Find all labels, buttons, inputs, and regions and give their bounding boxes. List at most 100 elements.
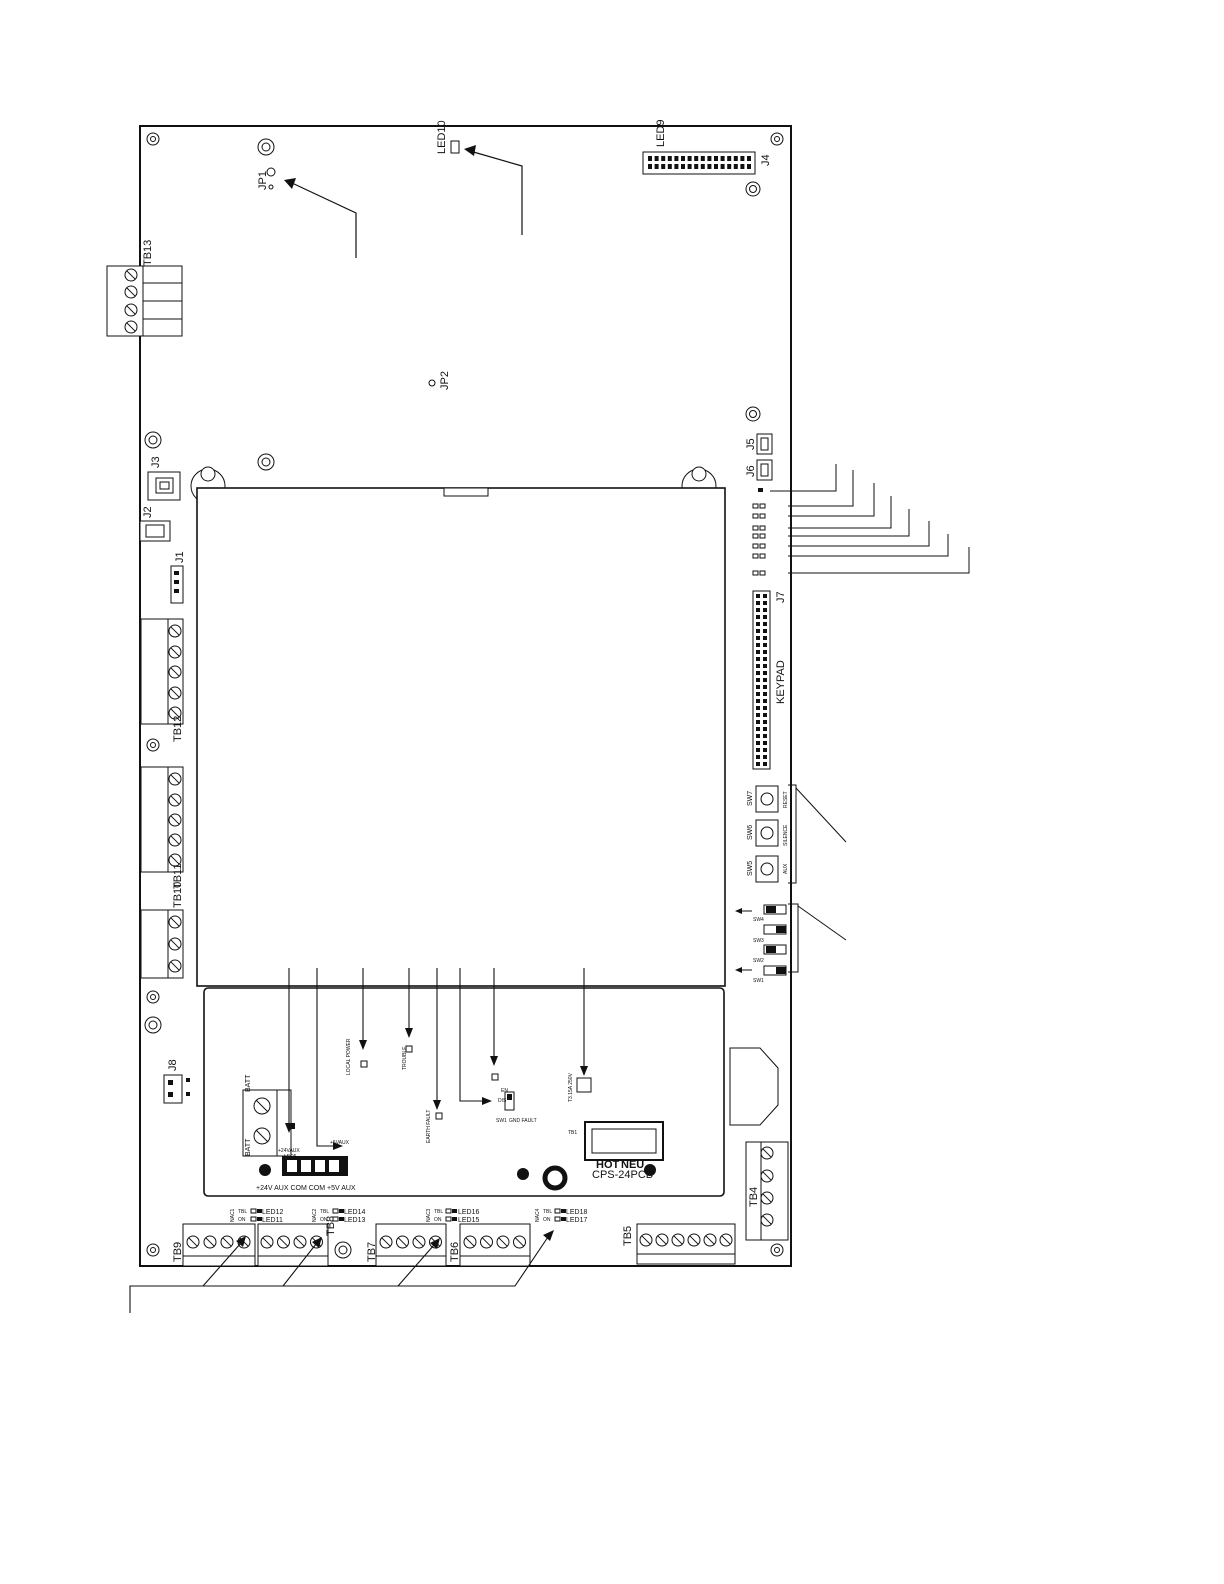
j7-keypad-header [752,590,771,770]
status-led [752,570,759,576]
mounting-holes [144,132,784,1259]
status-led [752,533,759,539]
svg-text:TBL: TBL [543,1209,552,1215]
reset-button[interactable] [755,785,779,813]
batt-label-top: BATT [245,1074,252,1092]
sw1-label: SW1 [753,978,764,984]
led12-label: LED12 [262,1209,284,1216]
nac-slide-switches[interactable] [763,904,787,976]
tb1-label: TB1 [568,1130,577,1136]
aux-row-label: +24V AUX COM COM +5V AUX [256,1185,356,1192]
psu-led-right [491,1073,499,1081]
model-label: CPS-24PCB [592,1169,653,1181]
batt-label-bottom: BATT [245,1138,252,1156]
jp2-jumper [428,379,436,387]
svg-text:TBL: TBL [434,1209,443,1215]
tb6-label: TB6 [449,1242,461,1262]
j6-connector [756,459,773,481]
ac-input-terminal [584,1121,664,1161]
local-power-label: LOCAL POWER [346,1038,352,1075]
psu-ground-washer [542,1165,568,1191]
led9-header [642,151,756,175]
neu-label: NEU [621,1159,644,1171]
earth-fault-led [435,1112,443,1120]
status-led [752,553,759,559]
j2-label: J2 [142,506,154,518]
transformer-bracket [729,1047,779,1126]
fuse-holder [576,1077,592,1093]
trouble-label: TROUBLE [402,1046,408,1070]
svg-text:TBL: TBL [238,1209,247,1215]
led17-label: LED17 [566,1217,588,1224]
tb4-label: TB4 [748,1187,760,1207]
gnd-fault-switch[interactable] [504,1091,515,1111]
sw2-label: SW2 [753,958,764,964]
status-led [752,543,759,549]
svg-text:ON: ON [434,1217,442,1223]
tb10-terminal-block [140,909,184,979]
tb13-label: TB13 [142,240,154,266]
svg-text:TBL: TBL [320,1209,329,1215]
j1-label: J1 [174,551,186,563]
sw3-label: SW3 [753,938,764,944]
led16-label: LED16 [458,1209,480,1216]
status-led [752,503,759,509]
led9-label: LED9 [655,119,667,147]
trouble-led [405,1045,413,1053]
svg-text:NAC3: NAC3 [426,1208,432,1222]
j5-label: J5 [745,438,757,450]
svg-text:ON: ON [238,1217,246,1223]
hot-label: HOT [596,1159,620,1171]
silence-label: SILENCE [783,824,789,846]
nac3-indicators: NAC3 TBL ON LED16 LED15 [426,1208,480,1224]
svg-text:NAC4: NAC4 [535,1208,541,1222]
j8-label: J8 [167,1059,179,1071]
gnd-sw1-label: SW1 [496,1118,507,1124]
svg-text:ON: ON [543,1217,551,1223]
battery-terminal [242,1089,292,1157]
led5-indicator [289,1123,295,1129]
sw6-label: SW6 [747,825,754,840]
led14-label: LED14 [344,1209,366,1216]
power-supply-cover [196,487,726,987]
status-led-column [752,488,766,576]
led18-label: LED18 [566,1209,588,1216]
jp2-label: JP2 [439,371,451,390]
slide-switch-callout-line [788,903,799,973]
tb5-label: TB5 [622,1226,634,1246]
j8-connector [163,1074,190,1104]
j2-connector [139,520,171,542]
tb11-label: TB11 [172,864,184,889]
tb10-label: TB10 [172,882,184,908]
tb9-label: TB9 [172,1242,184,1262]
led15-label: LED15 [458,1217,480,1224]
j4-label: J4 [760,154,772,166]
tb12-label: TB12 [172,716,184,742]
aux-output-connector [282,1156,348,1176]
local-power-led [360,1060,368,1068]
jp1-label: JP1 [257,171,269,190]
keypad-label: KEYPAD [775,660,787,704]
silence-button[interactable] [755,819,779,847]
dis-label: DIS [498,1098,507,1104]
tb13-terminal-block [106,265,183,337]
nac-callout-lines [129,1236,549,1313]
j6-label: J6 [745,465,757,477]
tb7-label: TB7 [366,1242,378,1262]
aux-button[interactable] [755,855,779,883]
status-led [752,525,759,531]
jp1-jumper [266,167,276,177]
jp1-pointer-line [291,182,357,258]
j7-label: J7 [775,591,787,603]
svg-text:ON: ON [320,1217,328,1223]
gnd-fault-label: GND FAULT [509,1118,537,1124]
nac4-indicators: NAC4 TBL ON LED18 LED17 [535,1208,588,1224]
led13-label: LED13 [344,1217,366,1224]
sw7-label: SW7 [747,791,754,806]
status-led [758,488,763,492]
nac2-indicators: NAC2 TBL ON LED14 LED13 [312,1208,366,1224]
svg-text:NAC2: NAC2 [312,1208,318,1222]
reset-label: RESET [783,791,789,808]
tb5-terminal-block [636,1223,736,1265]
